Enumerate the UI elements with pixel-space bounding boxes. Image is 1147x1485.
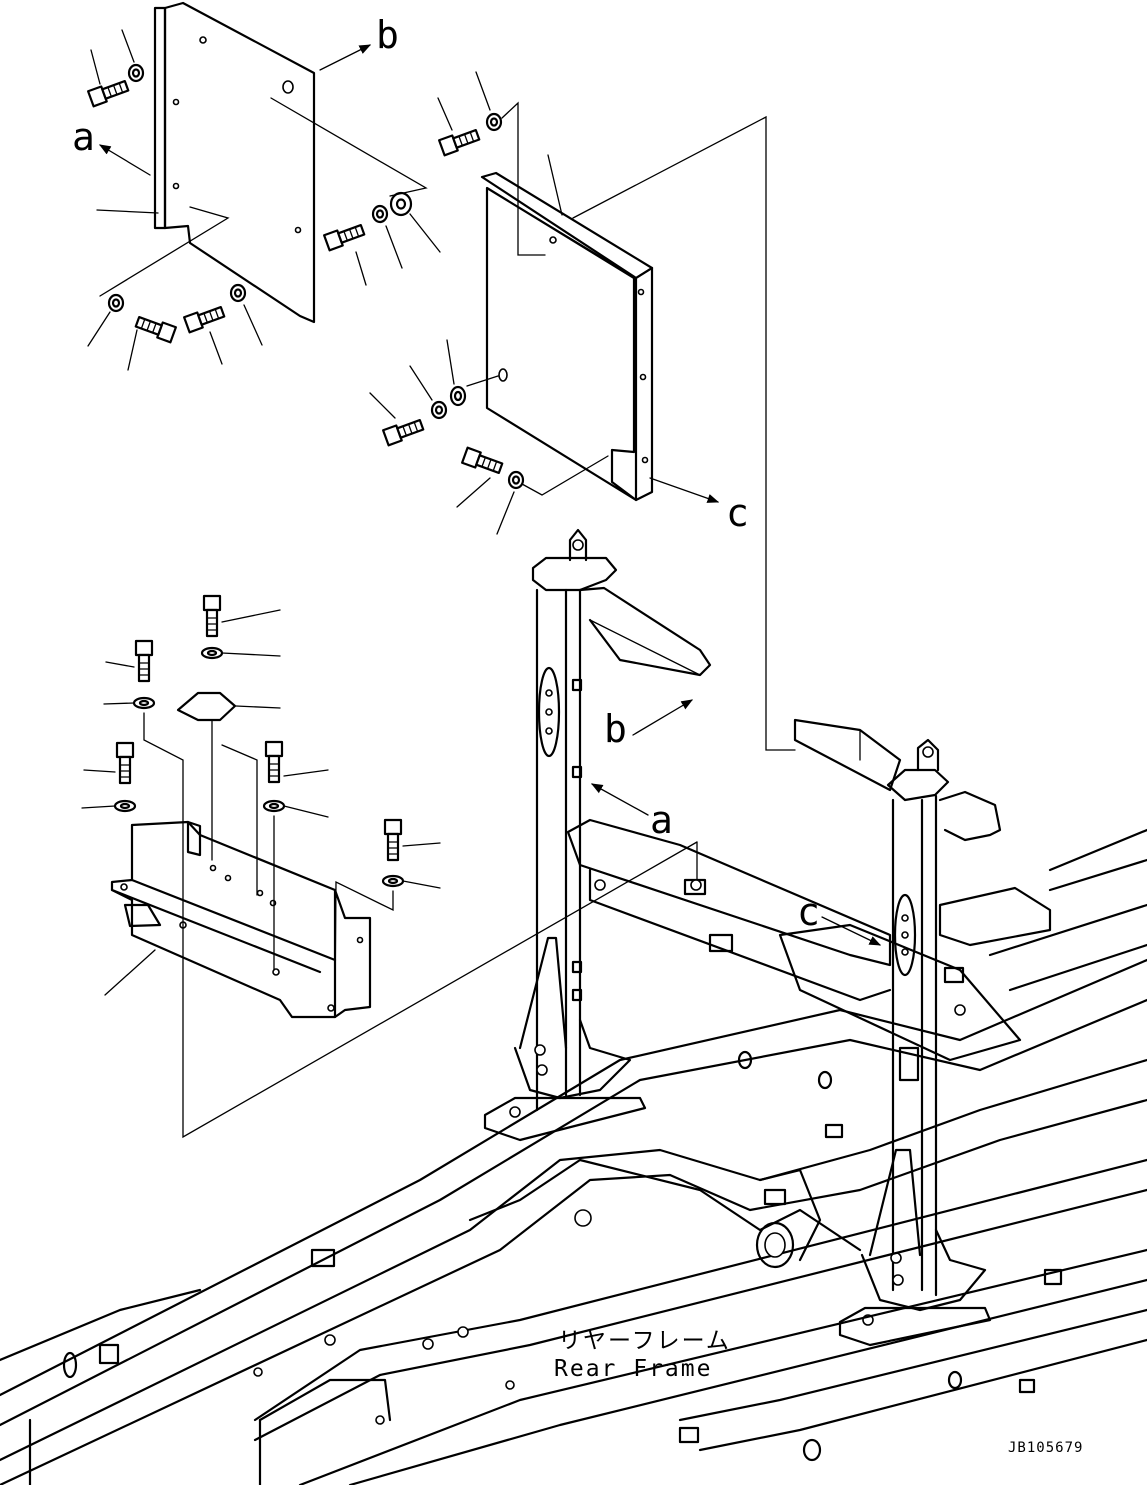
right-cover-plate (480, 171, 654, 502)
left-cover-plate (153, 1, 316, 324)
rear-frame (0, 528, 1147, 1485)
ref-label-a-upper: a (72, 115, 95, 159)
ref-label-c-upper: c (726, 491, 749, 535)
left-plate-fasteners (87, 29, 441, 371)
drawing-code: JB105679 (1008, 1440, 1083, 1456)
ref-label-b-frame: b (604, 707, 627, 751)
lower-bracket (104, 820, 372, 1019)
ref-label-a-frame: a (650, 798, 673, 842)
ref-label-c-frame: c (797, 890, 820, 934)
caption-japanese: リヤーフレーム (558, 1328, 731, 1354)
lower-bracket-fasteners (81, 594, 698, 1139)
ref-label-b-upper: b (376, 13, 399, 57)
caption-english: Rear Frame (554, 1356, 712, 1382)
right-plate-fasteners (369, 71, 796, 751)
reference-arrows (98, 44, 882, 946)
